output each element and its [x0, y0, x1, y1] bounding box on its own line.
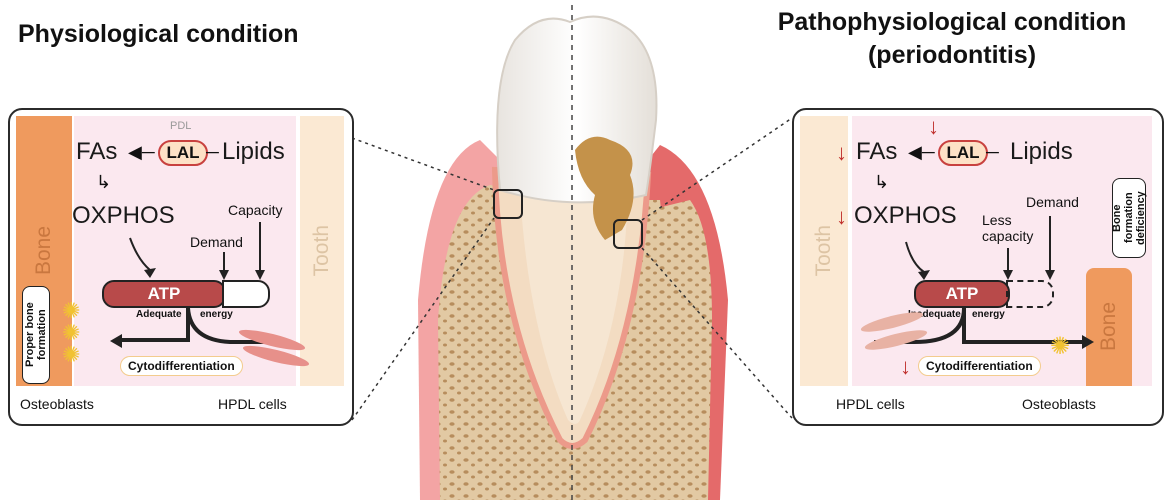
left-hpdl-label: HPDL cells: [218, 396, 287, 412]
right-cyto-down-arrow: ↓: [900, 356, 911, 378]
left-osteoblast-cells: ✺✺✺: [62, 300, 80, 366]
right-atp-capacity: [1006, 280, 1054, 308]
right-cyto-label: Cytodifferentiation: [918, 356, 1041, 376]
right-arrows: [794, 110, 1162, 424]
left-panel: Bone Tooth PDL FAs ◀─ LAL ─ Lipids ↳ OXP…: [8, 108, 354, 426]
left-atp-capacity: [222, 280, 270, 308]
right-osteoblasts-label: Osteoblasts: [1022, 396, 1096, 412]
right-hpdl-cells: [854, 310, 934, 354]
tooth-crown: [497, 17, 656, 203]
left-hpdl-cells: [232, 326, 312, 370]
left-side-box: Proper bone formation: [22, 286, 50, 384]
left-energy-word2: energy: [200, 309, 233, 320]
left-atp-bar: ATP: [102, 280, 226, 308]
left-cyto-label: Cytodifferentiation: [120, 356, 243, 376]
left-osteoblasts-label: Osteoblasts: [20, 396, 94, 412]
right-panel: Tooth Bone ↓ FAs ◀─ ↓ LAL ─ Lipids ↳ ↓ O…: [792, 108, 1164, 426]
left-energy-word1: Adequate: [136, 309, 182, 320]
left-arrows: [10, 110, 352, 424]
right-atp-bar: ATP: [914, 280, 1010, 308]
right-osteoblast-cell: ✺: [1050, 332, 1070, 361]
right-energy-word2: energy: [972, 309, 1005, 320]
right-hpdl-label: HPDL cells: [836, 396, 905, 412]
